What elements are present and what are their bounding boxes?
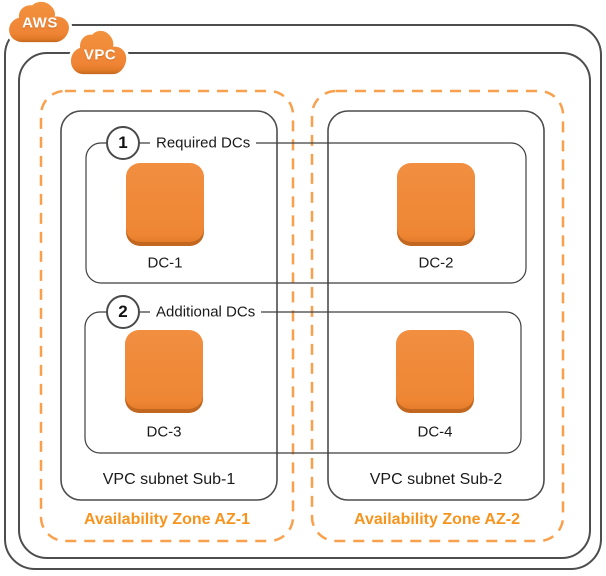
subnet1-label: VPC subnet Sub-1 — [102, 471, 236, 488]
dc-3-label: DC-3 — [146, 423, 182, 441]
subnet2-box — [327, 110, 545, 501]
dc-4-icon — [396, 330, 474, 413]
annotation-1-label: Required DCs — [150, 133, 257, 153]
subnet1-box — [60, 110, 278, 501]
annotation-2-label: Additional DCs — [150, 302, 262, 322]
subnet2-label: VPC subnet Sub-2 — [369, 471, 503, 488]
additional-dcs-group-box — [84, 311, 522, 454]
az2-label: Availability Zone AZ-2 — [354, 511, 520, 528]
annotation-2-number-circle: 2 — [106, 295, 140, 329]
vpc-boundary — [18, 52, 591, 559]
dc-1-label: DC-1 — [147, 254, 183, 272]
aws-cloud-label: AWS — [22, 14, 58, 32]
az1-dashed-boundary — [39, 89, 295, 543]
dc-4-label: DC-4 — [417, 423, 453, 441]
dc-2-label: DC-2 — [418, 254, 454, 272]
dc-1-icon — [126, 163, 204, 246]
dc-2-icon — [397, 163, 475, 246]
vpc-cloud-label: VPC — [83, 46, 117, 64]
dc-3-icon — [125, 330, 203, 413]
required-dcs-group-box — [85, 142, 527, 284]
az1-label: Availability Zone AZ-1 — [84, 511, 250, 528]
az2-dashed-boundary — [310, 89, 565, 543]
aws-cloud-boundary — [4, 24, 602, 570]
annotation-1-number-circle: 1 — [106, 126, 140, 160]
